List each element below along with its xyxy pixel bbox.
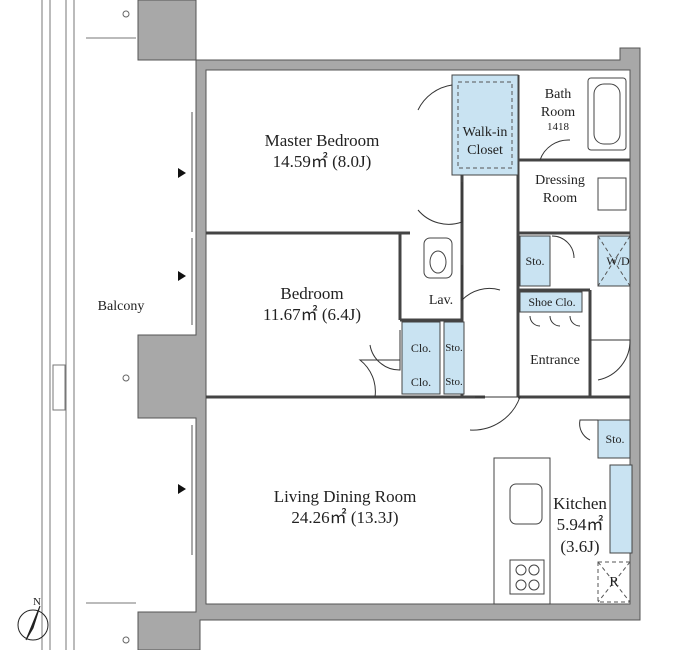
- closet-areas: [401, 74, 633, 554]
- bath-line2: Room: [540, 104, 576, 120]
- exterior-wall: [137, 0, 641, 650]
- kitchen-storage-label: Sto.: [605, 432, 625, 446]
- north-compass: [17, 605, 49, 641]
- dressing-line2: Room: [542, 190, 578, 206]
- bedroom-name: Bedroom: [280, 284, 344, 303]
- shoe-closet-label: Shoe Clo.: [528, 295, 576, 309]
- bath-fixtures: [423, 77, 627, 279]
- entrance-label: Entrance: [530, 353, 580, 368]
- dressing-line1: Dressing: [535, 173, 585, 188]
- wd-label: W/D: [606, 254, 630, 268]
- walk-in-line1: Walk-in: [462, 125, 508, 140]
- balcony-drains: [122, 10, 130, 644]
- master-bedroom-label: Master Bedroom 14.59㎡ (8.0J): [232, 130, 412, 173]
- walk-in-closet-label: Walk-in Closet: [452, 124, 518, 159]
- bath-size: 1418: [547, 121, 569, 133]
- balcony-railing: [41, 0, 136, 650]
- living-area: 24.26㎡ (13.3J): [291, 508, 399, 528]
- living-name: Living Dining Room: [273, 487, 417, 506]
- storage-b-label: Sto.: [445, 376, 463, 388]
- bedroom-label: Bedroom 11.67㎡ (6.4J): [232, 283, 392, 326]
- walk-in-line2: Closet: [467, 142, 503, 158]
- sto-wd-label: Sto.: [525, 254, 545, 268]
- window-arrows: [178, 168, 186, 494]
- kitchen-area: 5.94㎡: [556, 515, 604, 535]
- refrigerator-label: R: [609, 575, 619, 590]
- kitchen-counter: [493, 457, 551, 605]
- kitchen-jo: (3.6J): [560, 536, 600, 556]
- bedroom-area: 11.67㎡ (6.4J): [262, 305, 362, 325]
- dressing-room-label: Dressing Room: [520, 172, 600, 207]
- master-bedroom-name: Master Bedroom: [264, 131, 380, 150]
- storage-a-label: Sto.: [445, 342, 463, 354]
- bath-line1: Bath: [544, 87, 572, 102]
- compass-north-label: N: [33, 596, 41, 608]
- closet-2-label: Clo.: [410, 375, 432, 389]
- lav-label: Lav.: [428, 293, 454, 308]
- balcony-label: Balcony: [97, 299, 145, 314]
- windows: [191, 112, 197, 555]
- kitchen-label: Kitchen 5.94㎡ (3.6J): [540, 493, 620, 557]
- closet-1-label: Clo.: [410, 341, 432, 355]
- kitchen-name: Kitchen: [553, 494, 607, 513]
- living-dining-label: Living Dining Room 24.26㎡ (13.3J): [240, 486, 450, 529]
- closet-dashes: [457, 81, 631, 603]
- interior-walls: [206, 75, 630, 399]
- master-bedroom-area: 14.59㎡ (8.0J): [272, 152, 372, 172]
- door-swings: [358, 84, 631, 441]
- bath-room-label: Bath Room 1418: [530, 86, 586, 135]
